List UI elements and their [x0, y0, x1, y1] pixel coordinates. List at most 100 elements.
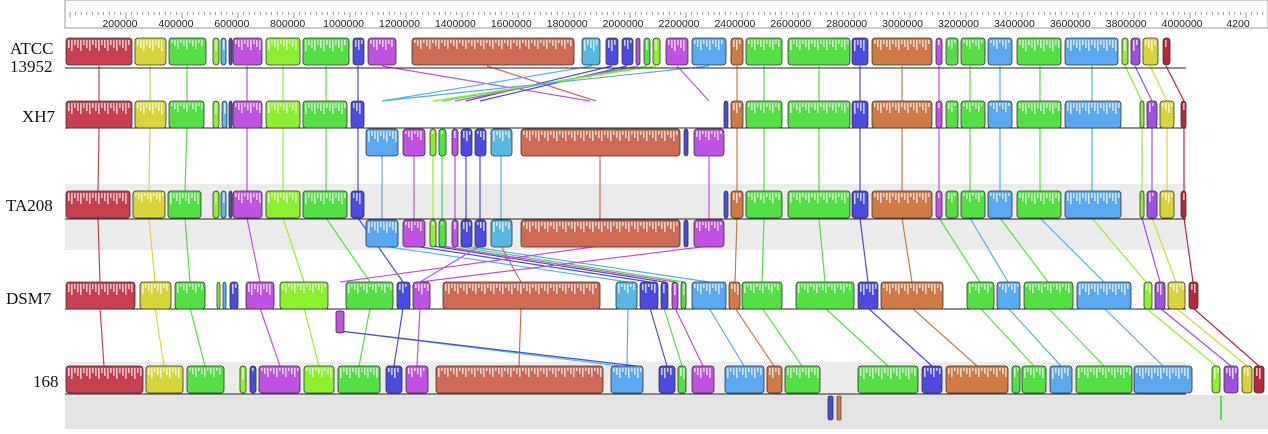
block-texture [571, 284, 573, 291]
block-texture [286, 103, 288, 113]
block-texture [180, 103, 182, 106]
block-texture [963, 193, 965, 196]
lcb-block [966, 281, 995, 310]
block-b168-1 [145, 365, 184, 394]
ruler-tick-label: 1800000 [547, 18, 588, 30]
block-texture [295, 103, 297, 113]
block-texture [308, 40, 310, 45]
block-texture [790, 103, 792, 113]
block-b168-15 [724, 365, 765, 394]
block-texture [151, 284, 153, 294]
block-texture [895, 40, 897, 47]
block-texture [454, 222, 456, 229]
block-atcc-0 [65, 37, 133, 66]
block-texture [1103, 103, 1105, 111]
synteny-link [432, 245, 665, 283]
block-texture [874, 193, 876, 197]
block-texture [110, 193, 112, 198]
block-texture [778, 103, 780, 110]
block-texture [763, 40, 765, 50]
synteny-link [1151, 217, 1177, 283]
block-texture [420, 368, 422, 377]
block-dsm7-26 [1076, 281, 1132, 310]
block-texture [631, 131, 633, 135]
block-texture [83, 284, 85, 289]
block-texture [951, 103, 953, 112]
block-xh7-inv-8 [520, 128, 681, 157]
block-texture [899, 368, 901, 379]
block-texture [637, 131, 639, 141]
block-texture [895, 284, 897, 291]
block-ta208-inv-3 [438, 219, 447, 248]
block-texture [835, 193, 837, 203]
block-xh7-2 [168, 100, 205, 129]
lcb-block [693, 128, 725, 157]
block-texture [71, 40, 73, 51]
block-texture [981, 368, 983, 371]
block-texture [540, 368, 542, 371]
block-texture [925, 193, 927, 203]
block-texture [1169, 368, 1171, 379]
block-texture [1038, 284, 1040, 290]
block-texture [166, 284, 168, 291]
block-texture [628, 222, 630, 232]
block-texture [969, 103, 971, 112]
block-texture [736, 103, 738, 113]
block-texture [863, 40, 865, 51]
block-texture [463, 284, 465, 291]
block-texture [984, 368, 986, 374]
block-b168-20 [945, 365, 1009, 394]
block-texture [832, 103, 834, 110]
block-ta208-21 [1064, 190, 1122, 219]
block-texture [180, 284, 182, 287]
block-atcc-4 [220, 37, 227, 66]
block-texture [496, 131, 498, 135]
block-texture [89, 103, 91, 114]
block-texture [157, 368, 159, 375]
block-texture [414, 40, 416, 43]
block-texture [951, 193, 953, 202]
block-texture [421, 284, 423, 294]
block-texture [380, 131, 382, 136]
block-texture [1121, 284, 1123, 292]
block-texture [1026, 284, 1028, 287]
block-texture [567, 368, 569, 371]
block-texture [775, 193, 777, 197]
block-texture [250, 40, 252, 50]
lcb-block [367, 37, 397, 66]
block-texture [706, 284, 708, 291]
synteny-link [339, 330, 637, 367]
block-texture [92, 284, 94, 289]
synteny-link [663, 307, 683, 367]
block-b168-24 [1075, 365, 1133, 394]
block-texture [119, 103, 121, 108]
block-texture [911, 368, 913, 373]
lcb-block [1167, 281, 1186, 310]
block-texture [1094, 40, 1096, 48]
block-texture [814, 103, 816, 110]
block-texture [188, 193, 190, 204]
block-texture [907, 284, 909, 294]
block-texture [469, 284, 471, 288]
block-texture [329, 193, 331, 201]
block-texture [694, 368, 696, 372]
block-texture [1115, 284, 1117, 295]
synteny-link [1039, 217, 1105, 283]
lcb-block [258, 365, 301, 394]
block-texture [1022, 40, 1024, 48]
genome-label-xh7-text: XH7 [22, 107, 56, 126]
block-texture [253, 40, 255, 44]
block-texture [1076, 40, 1078, 48]
block-ta208-8 [302, 190, 348, 219]
block-texture [538, 222, 540, 232]
block-texture [1151, 368, 1153, 379]
block-texture [822, 284, 824, 290]
block-b168-13 [677, 365, 687, 394]
block-texture [376, 40, 378, 50]
block-texture [771, 284, 773, 293]
block-texture [429, 40, 431, 49]
lcb-block [216, 281, 221, 310]
block-texture [772, 103, 774, 113]
block-texture [561, 368, 563, 374]
synteny-link [419, 245, 710, 283]
